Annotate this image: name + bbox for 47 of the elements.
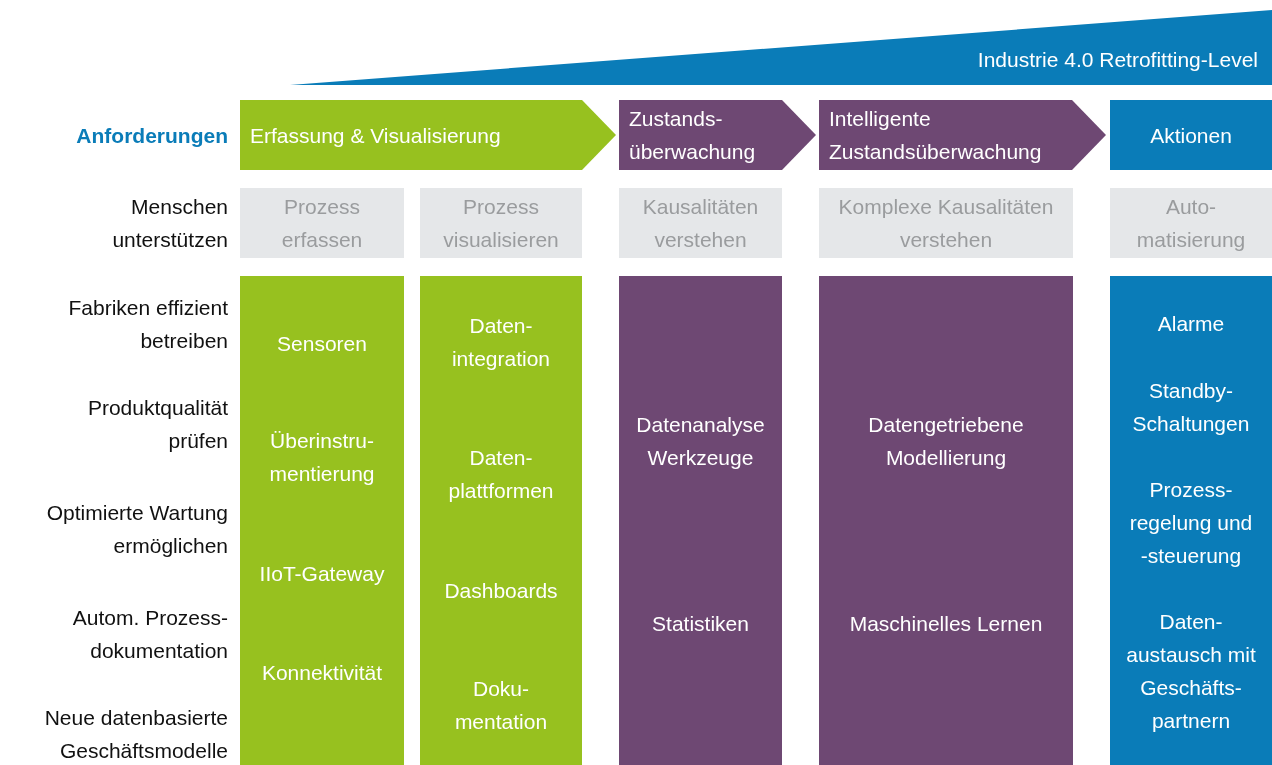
row-label: Fabriken effizient betreiben (67, 295, 228, 354)
row-label: Neue datenbasierte Geschäftsmodelle (43, 705, 228, 764)
technology-text: Prozess- regelung und -steuerung (1128, 476, 1254, 569)
technology-text: Konnektivität (260, 659, 384, 686)
function-text: Prozess erfassen (280, 194, 364, 253)
technology-column (240, 276, 404, 765)
phase-title: Zustands- überwachung (628, 106, 757, 165)
section-heading: Anforderungen (75, 122, 228, 149)
technology-text: IIoT-Gateway (258, 560, 386, 587)
technology-text: Datenanalyse Werkzeuge (635, 412, 766, 471)
technology-text: Doku- mentation (453, 676, 549, 735)
phase-header-box (619, 100, 816, 170)
phase-title: Aktionen (1149, 122, 1233, 149)
row-label: Autom. Prozess- dokumentation (71, 605, 228, 664)
technology-text: Maschinelles Lernen (848, 610, 1044, 637)
technology-text: Alarme (1156, 310, 1226, 337)
level-title: Industrie 4.0 Retrofitting-Level (977, 47, 1258, 73)
function-text: Prozess visualisieren (442, 194, 560, 253)
technology-text: Daten- austausch mit Geschäfts- partnern (1125, 609, 1257, 734)
row-label: Menschen unterstützen (111, 194, 228, 253)
technology-text: Dashboards (443, 577, 559, 604)
function-box (819, 188, 1073, 258)
technology-text: Datengetriebene Modellierung (867, 412, 1025, 471)
row-label: Produktqualität prüfen (86, 395, 228, 454)
phase-header-box (1110, 100, 1272, 170)
technology-text: Statistiken (651, 610, 750, 637)
technology-text: Standby- Schaltungen (1131, 378, 1251, 437)
function-text: Auto- matisierung (1135, 194, 1247, 253)
function-box (240, 188, 404, 258)
technology-text: Überinstru- mentierung (268, 428, 376, 487)
function-text: Kausalitäten verstehen (641, 194, 760, 253)
technology-text: Daten- integration (450, 313, 552, 372)
phase-title: Intelligente Zustandsüberwachung (828, 106, 1043, 165)
row-label: Optimierte Wartung ermöglichen (45, 500, 228, 559)
technology-text: Daten- plattformen (447, 445, 555, 504)
technology-column (819, 276, 1073, 765)
technology-column (619, 276, 782, 765)
phase-header-box (819, 100, 1106, 170)
phase-header-box (240, 100, 616, 170)
technology-text: Sensoren (276, 330, 368, 357)
function-box (619, 188, 782, 258)
function-box (420, 188, 582, 258)
phase-title: Erfassung & Visualisierung (249, 122, 502, 149)
technology-column (420, 276, 582, 765)
function-box (1110, 188, 1272, 258)
function-text: Komplexe Kausalitäten verstehen (837, 194, 1055, 253)
technology-column (1110, 276, 1272, 765)
